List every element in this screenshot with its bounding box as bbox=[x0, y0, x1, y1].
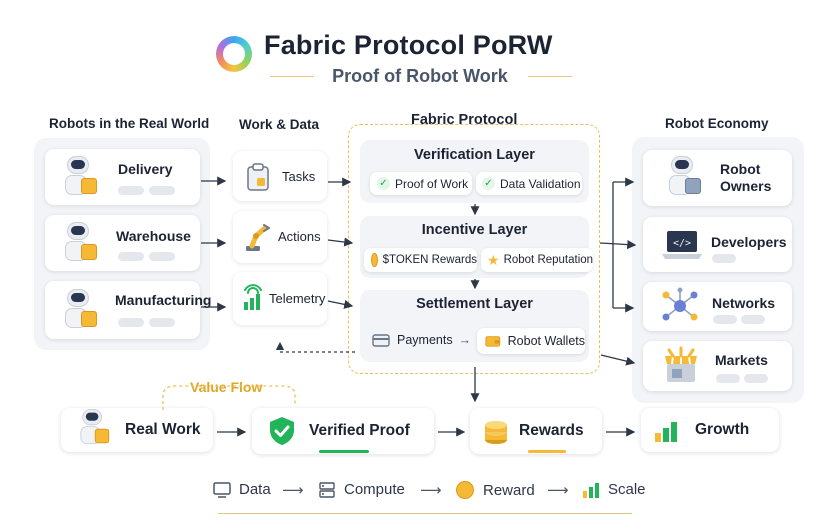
economy-card-robot-owners[interactable]: Robot Owners bbox=[643, 150, 792, 206]
legend-arrow-icon: ⟶ bbox=[547, 482, 569, 499]
settlement-layer[interactable]: Settlement Layer Payments → Robot Wallet… bbox=[360, 290, 589, 362]
robot-label-delivery: Delivery bbox=[118, 161, 173, 177]
robot-label-warehouse: Warehouse bbox=[116, 228, 191, 244]
svg-text:</>: </> bbox=[673, 238, 691, 249]
card-icon bbox=[372, 333, 390, 347]
coin-icon bbox=[456, 481, 474, 499]
laptop-code-icon: </> bbox=[662, 231, 702, 259]
chip-data-validation[interactable]: ✓ Data Validation bbox=[476, 172, 582, 195]
incentive-layer-title: Incentive Layer bbox=[421, 222, 528, 238]
signal-icon bbox=[244, 284, 262, 310]
legend-data: Data bbox=[213, 481, 271, 498]
clipboard-icon bbox=[247, 163, 269, 191]
rewards-accent-bar bbox=[528, 450, 566, 453]
bar-chart-icon bbox=[583, 482, 599, 498]
check-icon: ✓ bbox=[377, 177, 390, 190]
proof-accent-bar bbox=[319, 450, 369, 453]
work-label-actions: Actions bbox=[278, 229, 321, 244]
flow-label-real-work: Real Work bbox=[125, 421, 201, 438]
arrow-right-icon: → bbox=[458, 333, 472, 347]
robot-card-delivery[interactable]: Delivery bbox=[45, 149, 200, 205]
chip-token-rewards[interactable]: $TOKEN Rewards bbox=[364, 248, 477, 272]
economy-label-developers: Developers bbox=[711, 234, 787, 250]
legend-reward: Reward bbox=[456, 481, 535, 499]
warehouse-robot-icon bbox=[59, 222, 99, 266]
bar-chart-icon bbox=[655, 422, 677, 442]
economy-label-markets: Markets bbox=[715, 352, 768, 368]
work-card-tasks[interactable]: Tasks bbox=[233, 151, 327, 201]
value-flow-label: Value Flow bbox=[190, 379, 263, 395]
economy-label-robot-owners: Robot Owners bbox=[720, 161, 772, 194]
work-card-actions[interactable]: Actions bbox=[233, 211, 327, 263]
incentive-layer[interactable]: Incentive Layer $TOKEN Rewards ★ Robot R… bbox=[360, 216, 593, 278]
network-icon bbox=[662, 287, 698, 321]
flow-label-rewards: Rewards bbox=[519, 422, 584, 439]
manufacturing-robot-icon bbox=[59, 289, 99, 333]
work-card-telemetry[interactable]: Telemetry bbox=[233, 272, 327, 325]
flow-card-growth[interactable]: Growth bbox=[641, 408, 779, 452]
chip-robot-reputation[interactable]: ★ Robot Reputation bbox=[481, 248, 593, 272]
economy-card-markets[interactable]: Markets bbox=[643, 341, 792, 391]
page-subtitle: Proof of Robot Work bbox=[332, 66, 508, 86]
verification-layer-title: Verification Layer bbox=[414, 147, 535, 163]
wallet-icon bbox=[485, 336, 501, 347]
flow-label-growth: Growth bbox=[695, 421, 750, 438]
flow-label-verified-proof: Verified Proof bbox=[309, 422, 410, 439]
item-payments[interactable]: Payments → bbox=[372, 333, 471, 347]
flow-card-verified-proof[interactable]: Verified Proof bbox=[252, 408, 434, 454]
legend-arrow-icon: ⟶ bbox=[420, 482, 442, 499]
economy-label-networks: Networks bbox=[712, 295, 776, 311]
heading-economy: Robot Economy bbox=[665, 116, 769, 131]
settlement-layer-title: Settlement Layer bbox=[416, 296, 533, 312]
legend-scale: Scale bbox=[582, 481, 646, 498]
check-icon: ✓ bbox=[482, 177, 495, 190]
market-stall-icon bbox=[665, 346, 697, 382]
robot-icon bbox=[75, 409, 111, 449]
flow-card-rewards[interactable]: Rewards bbox=[470, 408, 602, 454]
subtitle-line-left bbox=[270, 76, 314, 77]
work-label-tasks: Tasks bbox=[282, 169, 316, 184]
server-icon bbox=[319, 481, 335, 498]
legend-arrow-icon: ⟶ bbox=[282, 482, 304, 499]
robot-owner-icon bbox=[663, 156, 703, 200]
page-title: Fabric Protocol PoRW bbox=[264, 30, 553, 60]
economy-card-developers[interactable]: </> Developers bbox=[643, 217, 792, 272]
robot-label-manufacturing: Manufacturing bbox=[115, 292, 212, 308]
work-label-telemetry: Telemetry bbox=[269, 291, 326, 306]
legend-underline bbox=[218, 513, 632, 514]
robot-card-manufacturing[interactable]: Manufacturing bbox=[45, 281, 211, 339]
heading-robots: Robots in the Real World bbox=[49, 116, 210, 131]
subtitle-line-right bbox=[528, 76, 572, 77]
verification-layer[interactable]: Verification Layer ✓ Proof of Work ✓ Dat… bbox=[360, 140, 589, 203]
star-icon: ★ bbox=[487, 252, 500, 268]
robot-arm-icon bbox=[246, 224, 270, 251]
chip-proof-of-work[interactable]: ✓ Proof of Work bbox=[370, 172, 472, 195]
legend-compute: Compute bbox=[318, 481, 405, 498]
heading-work: Work & Data bbox=[239, 117, 320, 132]
fabric-protocol-container bbox=[348, 124, 600, 374]
delivery-robot-icon bbox=[59, 156, 99, 200]
shield-check-icon bbox=[270, 417, 294, 445]
monitor-icon bbox=[213, 481, 231, 498]
robot-card-warehouse[interactable]: Warehouse bbox=[45, 215, 200, 271]
flow-card-real-work[interactable]: Real Work bbox=[61, 408, 213, 452]
fabric-logo-icon bbox=[216, 36, 252, 72]
coin-icon bbox=[371, 253, 378, 267]
chip-robot-wallets[interactable]: Robot Wallets bbox=[477, 328, 585, 354]
coin-stack-icon bbox=[485, 421, 507, 444]
economy-card-networks[interactable]: Networks bbox=[643, 282, 792, 331]
